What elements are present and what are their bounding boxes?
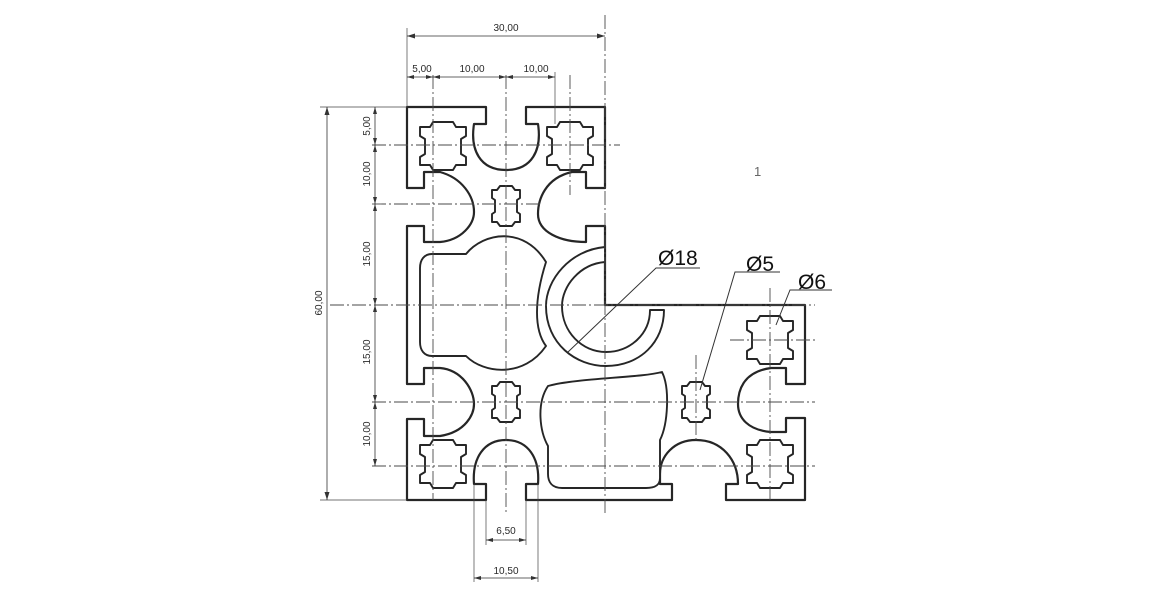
dim-top-chain: 5,00 10,00 10,00 — [407, 64, 555, 79]
dim-label-left-10-lower: 10,00 — [362, 421, 373, 446]
dim-label-pitch-top-2: 10,00 — [523, 64, 548, 75]
center-bore — [545, 246, 665, 367]
corner-bore-bottom-left — [419, 439, 467, 489]
corner-bore-top-left — [419, 121, 467, 171]
left-cavity — [419, 235, 547, 371]
dim-label-left-10-upper: 10,00 — [362, 161, 373, 186]
sheet-mark: 1 — [754, 164, 761, 179]
callout-bore-large: Ø18 — [567, 247, 700, 353]
small-bore-top — [491, 185, 521, 227]
dim-label-slot-outer: 10,50 — [493, 566, 518, 577]
extension-lines — [320, 28, 556, 582]
callout-label-bore-large: Ø18 — [658, 247, 698, 270]
dim-left-chain: 5,00 10,00 15,00 15,00 10,00 — [362, 107, 377, 466]
dim-label-left-top-5: 5,00 — [362, 116, 373, 136]
dim-label-slot-opening: 6,50 — [496, 526, 516, 537]
callout-bore-corner: Ø6 — [775, 271, 832, 326]
dim-slot-opening: 6,50 — [486, 526, 526, 542]
dim-slot-outer: 10,50 — [474, 566, 538, 580]
callout-bore-small: Ø5 — [699, 253, 780, 391]
center-lines — [330, 15, 815, 515]
lower-cavity — [539, 371, 669, 489]
dim-label-offset-top: 5,00 — [412, 64, 432, 75]
callout-label-bore-small: Ø5 — [746, 253, 774, 276]
dim-label-left-15-lower: 15,00 — [362, 339, 373, 364]
dim-label-total-width: 30,00 — [493, 23, 518, 34]
dim-total-width: 30,00 — [407, 23, 605, 39]
dim-label-total-height: 60,00 — [314, 290, 325, 315]
dim-total-height: 60,00 — [314, 107, 330, 500]
callout-label-bore-corner: Ø6 — [798, 271, 826, 294]
dim-label-pitch-top-1: 10,00 — [459, 64, 484, 75]
dim-label-left-15-upper: 15,00 — [362, 241, 373, 266]
